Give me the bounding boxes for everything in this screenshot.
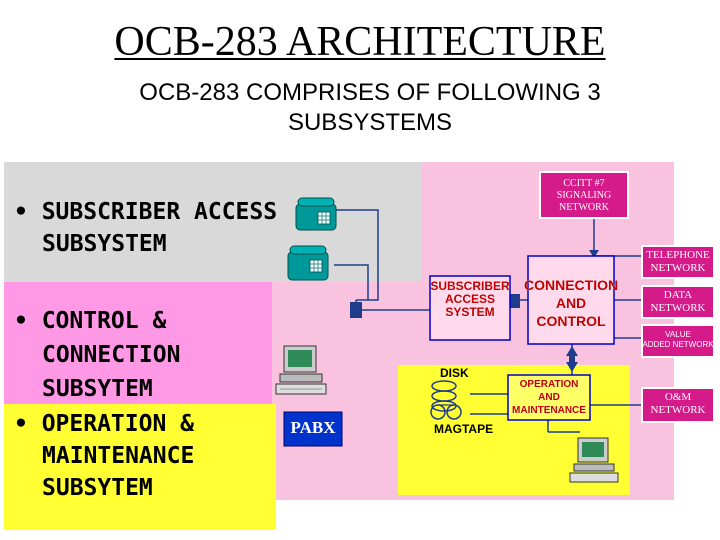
om-network-label: O&M NETWORK bbox=[642, 391, 714, 417]
ccitt-line: CCITT #7 bbox=[563, 178, 605, 189]
bullet-line: MAINTENANCE bbox=[42, 443, 195, 469]
magtape-label: MAGTAPE bbox=[434, 422, 494, 436]
ccitt-line: NETWORK bbox=[559, 202, 609, 213]
value-added-network-label: VALUE ADDED NETWORK bbox=[642, 330, 714, 350]
connector-box bbox=[350, 302, 362, 318]
network-line: NETWORK bbox=[650, 302, 706, 314]
block-line: CONTROL bbox=[536, 313, 606, 329]
block-line: MAINTENANCE bbox=[512, 405, 586, 416]
ccitt-network-label: CCITT #7 SIGNALING NETWORK bbox=[540, 178, 628, 214]
subscriber-access-panel bbox=[4, 162, 422, 282]
telephone-icon bbox=[287, 245, 329, 281]
pabx-box bbox=[283, 411, 343, 447]
network-line: NETWORK bbox=[650, 262, 706, 274]
arrow-down-icon bbox=[589, 250, 599, 258]
value-added-network-box bbox=[641, 324, 715, 358]
telephone-network-label: TELEPHONE NETWORK bbox=[642, 249, 714, 275]
bullet-subscriber-access: • SUBSCRIBER ACCESS SUBSYSTEM bbox=[14, 196, 277, 260]
bullet-line: • CONTROL & bbox=[14, 308, 167, 334]
om-network-box bbox=[641, 387, 715, 423]
bullet-line: • SUBSCRIBER ACCESS bbox=[14, 199, 278, 225]
operation-maintenance-block bbox=[507, 374, 591, 421]
bullet-operation-maintenance: • OPERATION & MAINTENANCE SUBSYTEM bbox=[14, 408, 194, 504]
connection-control-label: CONNECTION AND CONTROL bbox=[524, 276, 618, 330]
bullet-line: • OPERATION & bbox=[14, 411, 195, 437]
network-line: O&M bbox=[664, 391, 692, 403]
block-line: SUBSCRIBER bbox=[430, 279, 510, 293]
disk-label: DISK bbox=[440, 366, 469, 380]
pabx-label: PABX bbox=[290, 418, 336, 437]
ccitt-network-box bbox=[539, 171, 629, 219]
operation-maintenance-panel bbox=[4, 404, 276, 530]
network-line: VALUE bbox=[665, 330, 691, 339]
bullet-control-connection: • CONTROL & CONNECTION SUBSYTEM bbox=[14, 304, 180, 406]
network-line: DATA bbox=[663, 289, 693, 301]
data-network-label: DATA NETWORK bbox=[642, 289, 714, 315]
ccitt-line: SIGNALING bbox=[556, 190, 612, 201]
bullet-line: CONNECTION bbox=[42, 342, 181, 368]
block-line: OPERATION bbox=[519, 379, 579, 390]
data-network-box bbox=[641, 285, 715, 319]
subscriber-access-system-label: SUBSCRIBER ACCESS SYSTEM bbox=[426, 279, 514, 320]
subscriber-access-system-block bbox=[429, 275, 511, 341]
operation-maintenance-label: OPERATION AND MAINTENANCE bbox=[502, 378, 596, 417]
computer-icon bbox=[275, 345, 327, 395]
double-arrow-icon bbox=[566, 346, 578, 372]
block-line: CONNECTION bbox=[524, 277, 619, 293]
network-line: NETWORK bbox=[650, 404, 706, 416]
block-line: AND bbox=[538, 392, 560, 403]
bullet-line: SUBSYSTEM bbox=[42, 231, 167, 257]
block-line: SYSTEM bbox=[445, 305, 495, 320]
computer-icon bbox=[569, 437, 619, 483]
telephone-network-box bbox=[641, 245, 715, 279]
block-line: AND bbox=[555, 295, 587, 311]
telephone-icon bbox=[295, 197, 337, 231]
disk-icon bbox=[431, 380, 457, 412]
connector-box bbox=[510, 294, 520, 308]
slide-subtitle: OCB-283 COMPRISES OF FOLLOWING 3 SUBSYST… bbox=[139, 79, 601, 136]
network-line: ADDED NETWORK bbox=[642, 340, 714, 349]
block-line: ACCESS bbox=[444, 292, 495, 307]
control-connection-panel bbox=[4, 282, 272, 404]
magtape-icon bbox=[430, 404, 462, 420]
slide-title: OCB-283 ARCHITECTURE bbox=[114, 19, 606, 65]
bullet-line: SUBSYTEM bbox=[42, 376, 153, 402]
connection-control-block bbox=[527, 255, 615, 345]
network-line: TELEPHONE bbox=[646, 249, 710, 261]
bullet-line: SUBSYTEM bbox=[42, 475, 153, 501]
